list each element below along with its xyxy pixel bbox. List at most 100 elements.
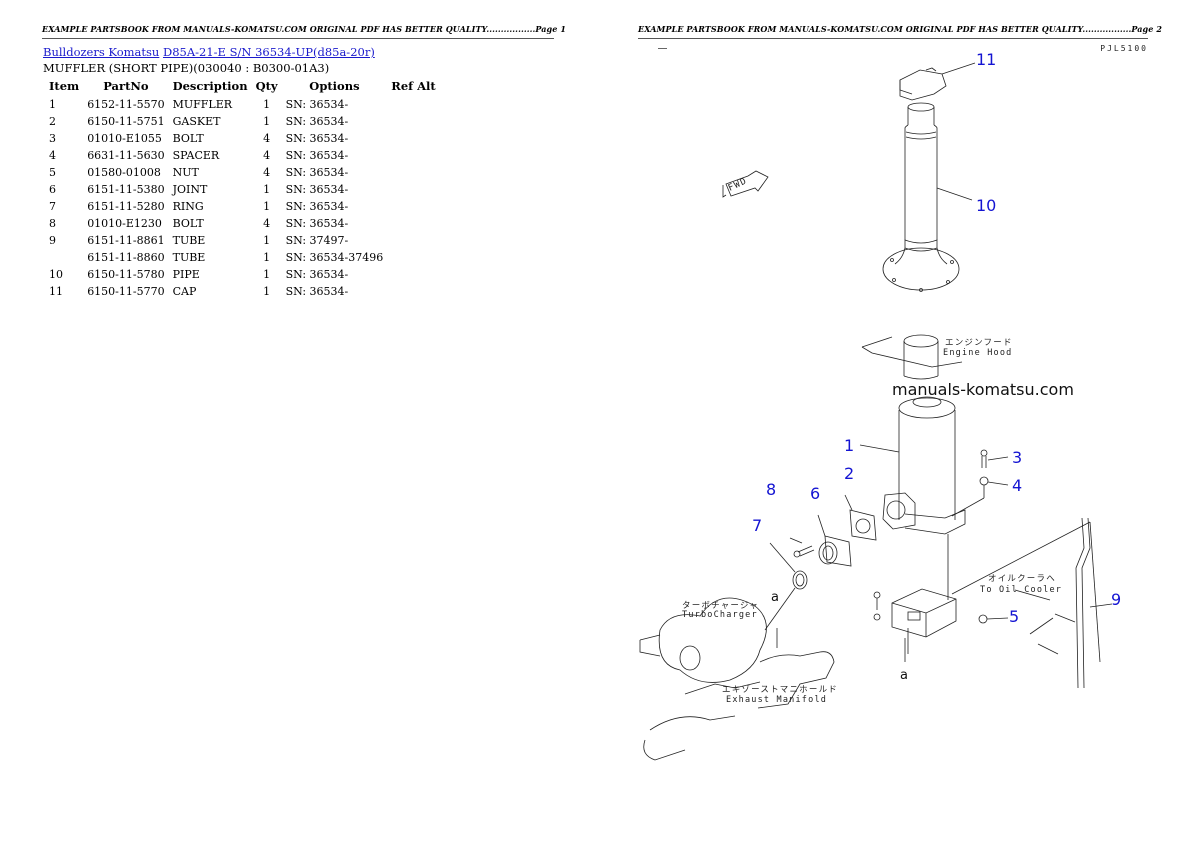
partno-cell: 6151-11-8860 <box>87 251 165 264</box>
partno-cell: 01010-E1230 <box>87 217 162 230</box>
parts-table: Item PartNo Description Qty Options Ref … <box>43 78 440 300</box>
muffler-part-icon <box>859 396 966 600</box>
col-ref-alt: Ref Alt <box>391 79 436 93</box>
options-cell: SN: 36534- <box>285 217 349 230</box>
item-cell: 9 <box>49 234 56 247</box>
partno-cell: 01580-01008 <box>87 166 161 179</box>
description-cell: BOLT <box>172 217 204 230</box>
partno-cell: 01010-E1055 <box>87 132 162 145</box>
partno-cell: 6150-11-5780 <box>87 268 165 281</box>
callout-10[interactable]: 10 <box>976 196 997 215</box>
partno-cell: 6151-11-5380 <box>87 183 165 196</box>
description-cell: BOLT <box>172 132 204 145</box>
breadcrumb-category-link[interactable]: Bulldozers Komatsu <box>43 45 160 59</box>
exhaust-manifold-label: Exhaust Manifold <box>726 695 828 705</box>
qty-cell: 4 <box>263 149 271 162</box>
callout-3[interactable]: 3 <box>1012 448 1023 467</box>
partno-cell: 6151-11-5280 <box>87 200 165 213</box>
options-cell: SN: 36534- <box>285 166 349 179</box>
ref-a-label-1: a <box>771 590 779 605</box>
turbocharger-icon <box>639 597 767 683</box>
callout-8[interactable]: 8 <box>766 480 777 499</box>
exhaust-manifold-jp-label: エキゾーストマニホールド <box>722 685 838 695</box>
oil-cooler-label: To Oil Cooler <box>980 585 1063 595</box>
item-cell: 5 <box>49 166 56 179</box>
item-cell: 8 <box>49 217 56 230</box>
exhaust-manifold-icon <box>643 651 835 761</box>
callout-4[interactable]: 4 <box>1012 476 1023 495</box>
turbocharger-label: TurboCharger <box>682 610 758 620</box>
partno-cell: 6151-11-8861 <box>87 234 165 247</box>
item-cell <box>43 249 83 266</box>
page-header-1: EXAMPLE PARTSBOOK FROM MANUALS-KOMATSU.C… <box>42 24 566 39</box>
callout-9[interactable]: 9 <box>1111 590 1122 609</box>
oil-cooler-jp-label: オイルクーラへ <box>988 574 1056 584</box>
watermark: manuals-komatsu.com <box>892 380 1074 399</box>
ref-alt-cell <box>387 130 439 147</box>
callout-2[interactable]: 2 <box>844 464 855 483</box>
ref-alt-cell <box>387 96 439 113</box>
fwd-arrow-icon <box>722 170 769 198</box>
corner-mark: ― <box>658 44 667 54</box>
col-options: Options <box>309 79 360 93</box>
pipe-part-icon <box>882 102 973 292</box>
item-cell: 6 <box>49 183 56 196</box>
ref-alt-cell <box>387 232 439 249</box>
gasket-part-icon <box>844 494 877 541</box>
qty-cell: 4 <box>263 217 271 230</box>
ref-alt-cell <box>387 215 439 232</box>
qty-cell: 4 <box>263 132 271 145</box>
options-cell: SN: 36534- <box>285 200 349 213</box>
section-title: MUFFLER (SHORT PIPE)(030040 : B0300-01A3… <box>43 61 330 75</box>
diagram-page: ― PJL5100 <box>630 40 1190 800</box>
qty-cell: 1 <box>263 285 271 298</box>
breadcrumb: Bulldozers Komatsu D85A-21-E S/N 36534-U… <box>43 45 563 60</box>
col-item: Item <box>49 79 80 93</box>
turbocharger-jp-label: ターボチャージャ <box>682 601 759 611</box>
callout-5[interactable]: 5 <box>1009 607 1020 626</box>
ring-part-icon <box>764 542 808 631</box>
qty-cell: 4 <box>263 166 271 179</box>
options-cell: SN: 36534- <box>285 98 349 111</box>
exploded-parts-diagram <box>639 62 1113 761</box>
page-header-2: EXAMPLE PARTSBOOK FROM MANUALS-KOMATSU.C… <box>638 24 1162 39</box>
ref-alt-cell <box>387 147 439 164</box>
options-cell: SN: 37497- <box>285 234 349 247</box>
qty-cell: 1 <box>263 268 271 281</box>
item-cell: 10 <box>49 268 63 281</box>
col-partno: PartNo <box>103 79 149 93</box>
engine-hood-label: Engine Hood <box>943 348 1013 358</box>
options-cell: SN: 36534- <box>285 268 349 281</box>
partno-cell: 6150-11-5770 <box>87 285 165 298</box>
description-cell: TUBE <box>172 251 206 264</box>
qty-cell: 1 <box>263 200 271 213</box>
ref-a-label-2: a <box>900 668 908 683</box>
ref-alt-cell <box>387 198 439 215</box>
ref-alt-cell <box>387 283 439 300</box>
description-cell: MUFFLER <box>172 98 233 111</box>
callout-1[interactable]: 1 <box>844 436 855 455</box>
breadcrumb-model-link[interactable]: D85A-21-E S/N 36534-UP(d85a-20r) <box>162 45 375 59</box>
callout-6[interactable]: 6 <box>810 484 821 503</box>
bolt-spacer-icon <box>951 449 1009 517</box>
table-row: 8 01010-E1230 BOLT 4 SN: 36534- <box>43 215 440 232</box>
qty-cell: 1 <box>263 251 271 264</box>
partno-cell: 6150-11-5751 <box>87 115 165 128</box>
partno-cell: 6152-11-5570 <box>87 98 165 111</box>
description-cell: JOINT <box>172 183 208 196</box>
callout-7[interactable]: 7 <box>752 516 763 535</box>
item-cell: 11 <box>49 285 63 298</box>
ref-alt-cell <box>387 113 439 130</box>
callout-11[interactable]: 11 <box>976 50 997 69</box>
drawing-code: PJL5100 <box>1100 44 1148 53</box>
ref-alt-cell <box>387 181 439 198</box>
item-cell: 2 <box>49 115 56 128</box>
parts-list-page: Bulldozers Komatsu D85A-21-E S/N 36534-U… <box>43 45 563 300</box>
ref-alt-cell <box>387 266 439 283</box>
col-qty: Qty <box>255 79 278 93</box>
